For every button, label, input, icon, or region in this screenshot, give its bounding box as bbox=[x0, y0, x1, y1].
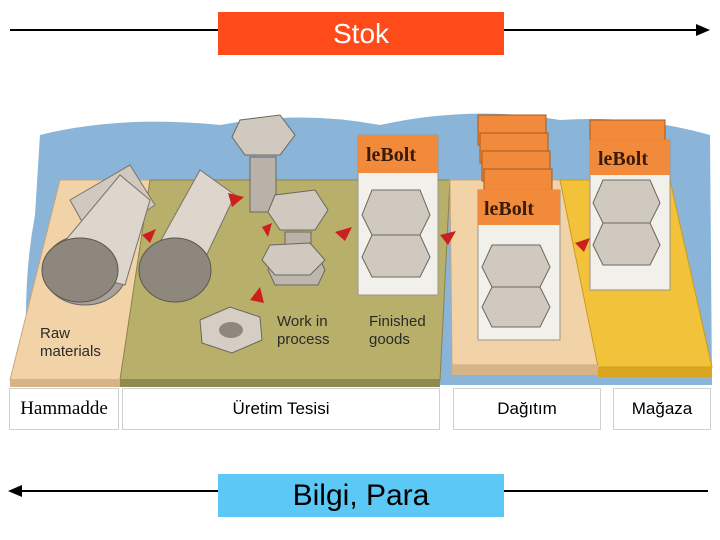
raw-materials-label-line2: materials bbox=[40, 343, 101, 361]
top-arrow-line-left bbox=[10, 29, 218, 31]
finished-goods-label-line1: Finished bbox=[369, 313, 426, 331]
store-front-edge bbox=[598, 367, 712, 377]
top-arrow-line-right bbox=[504, 29, 699, 31]
distribution-front-edge bbox=[452, 365, 600, 375]
stage-store: Mağaza bbox=[613, 388, 711, 430]
wip-label-line2: process bbox=[277, 331, 330, 349]
stage-raw-materials: Hammadde bbox=[9, 388, 119, 430]
brand-label-distribution: leBolt bbox=[484, 200, 534, 218]
stage-distribution: Dağıtım bbox=[453, 388, 601, 430]
info-money-banner: Bilgi, Para bbox=[218, 474, 504, 517]
brand-label-store: leBolt bbox=[598, 150, 648, 168]
bottom-arrow-line-left bbox=[20, 490, 218, 492]
stage-production-facility: Üretim Tesisi bbox=[122, 388, 440, 430]
store-packages bbox=[590, 120, 670, 290]
stock-banner: Stok bbox=[218, 12, 504, 55]
bottom-arrow-line-right bbox=[504, 490, 708, 492]
wip-label-line1: Work in bbox=[277, 313, 328, 331]
finished-goods-label-line2: goods bbox=[369, 331, 410, 349]
distribution-packages bbox=[478, 115, 560, 340]
raw-materials-label-line1: Raw bbox=[40, 325, 70, 343]
raw-front-edge bbox=[10, 379, 120, 387]
brand-label-factory: leBolt bbox=[366, 146, 416, 164]
top-arrow-head bbox=[696, 24, 710, 36]
factory-front-edge bbox=[120, 379, 440, 387]
supply-chain-illustration bbox=[0, 95, 720, 395]
